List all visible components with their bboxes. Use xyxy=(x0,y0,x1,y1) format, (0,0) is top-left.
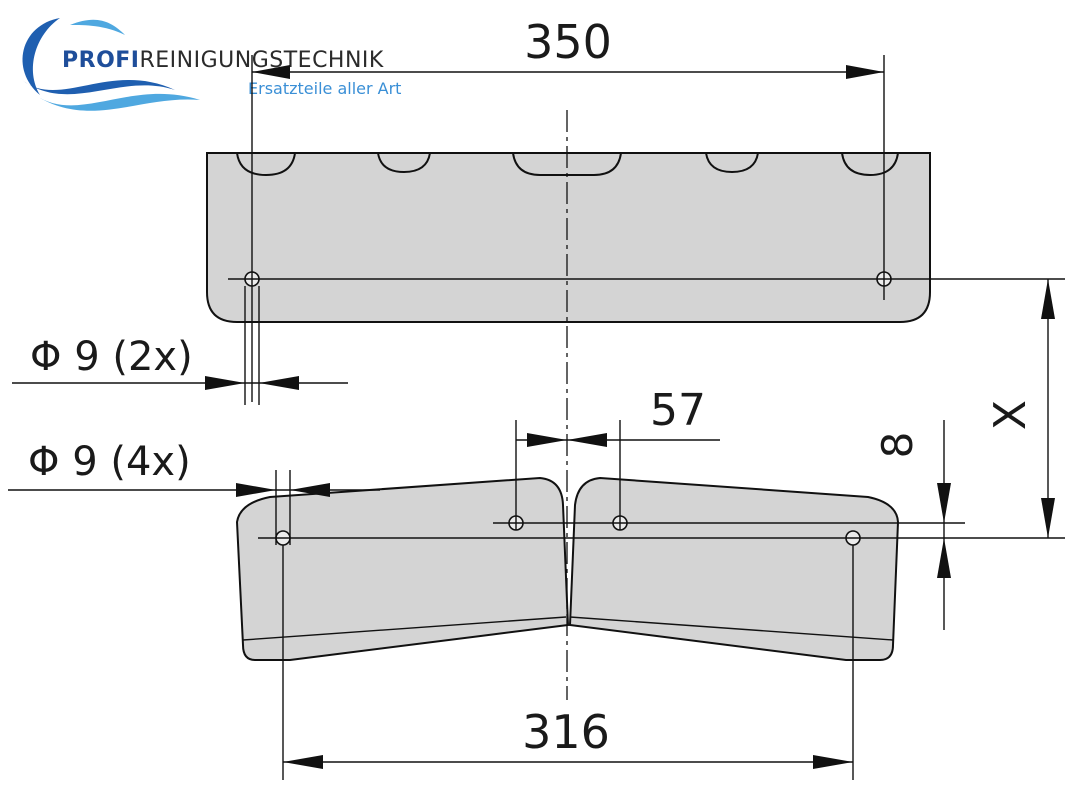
dimension-label: 8 xyxy=(873,432,922,459)
arrow-icon xyxy=(527,433,567,447)
bottom-left-lower-edge xyxy=(242,616,567,641)
dimension-offset: 8 xyxy=(873,420,951,630)
company-logo: PROFIREINIGUNGSTECHNIK Ersatzteile aller… xyxy=(22,18,401,111)
dimension-top-hole-diameter: Φ 9 (2x) xyxy=(12,286,348,405)
arrow-icon xyxy=(259,376,299,390)
dimension-top-width: 350 xyxy=(251,15,885,402)
dimension-bottom-width: 316 xyxy=(282,545,854,780)
arrow-icon xyxy=(236,483,276,497)
arrow-icon xyxy=(567,433,607,447)
dimension-label: 350 xyxy=(524,15,612,69)
arrow-icon xyxy=(813,755,853,769)
top-plate xyxy=(206,152,931,323)
bottom-right-lower-edge xyxy=(569,616,894,641)
logo-tagline: Ersatzteile aller Art xyxy=(248,79,401,98)
top-notch xyxy=(704,152,760,174)
logo-wave-icon xyxy=(35,93,200,111)
arrow-icon xyxy=(1041,279,1055,319)
arrow-icon xyxy=(205,376,245,390)
dimension-label: 316 xyxy=(522,705,610,759)
logo-wave-icon xyxy=(22,80,175,95)
dimension-bottom-hole-diameter: Φ 9 (4x) xyxy=(8,439,380,545)
logo-wave-icon xyxy=(22,18,60,95)
arrow-icon xyxy=(252,65,290,79)
dimension-inner-spacing: 57 xyxy=(515,385,720,530)
arrow-icon xyxy=(937,483,951,523)
arrow-icon xyxy=(937,538,951,578)
bottom-left-plate xyxy=(235,476,570,661)
dimension-vertical: X xyxy=(985,279,1055,538)
arrow-icon xyxy=(1041,498,1055,538)
logo-brand: PROFIREINIGUNGSTECHNIK xyxy=(62,48,384,73)
top-notch xyxy=(376,152,432,174)
dimension-label: X xyxy=(985,400,1036,430)
dimension-label: Φ 9 (2x) xyxy=(30,334,193,380)
logo-wave-icon xyxy=(70,19,125,35)
arrow-icon xyxy=(290,483,330,497)
arrow-icon xyxy=(846,65,884,79)
dimension-label: 57 xyxy=(650,385,706,436)
top-part xyxy=(206,152,931,323)
arrow-icon xyxy=(283,755,323,769)
bottom-right-plate xyxy=(568,476,900,661)
dimension-label: Φ 9 (4x) xyxy=(28,439,191,485)
